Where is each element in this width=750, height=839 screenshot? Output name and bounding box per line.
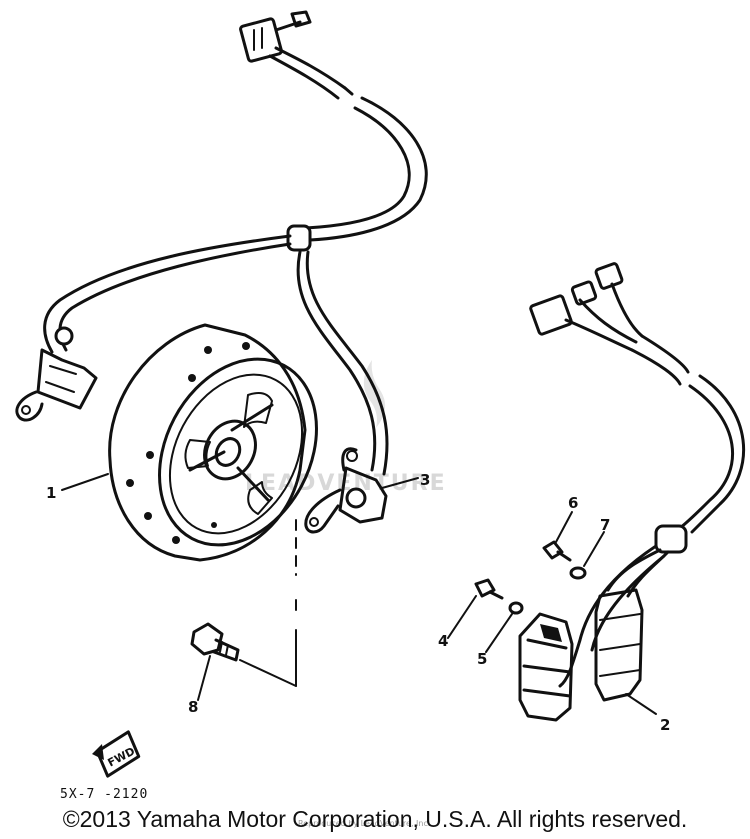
part-number-4: 4 [438,632,448,650]
washer-part-5 [508,601,524,615]
part-number-1: 1 [46,484,56,502]
stator-harness [43,10,428,476]
part-number-7: 7 [600,516,610,534]
assembly-guide-line [239,519,297,687]
watermark: LEADVENTURE Reproduced by LeadVenture, I… [245,360,445,828]
washer-part-7 [569,566,587,580]
leader-lines [61,473,657,715]
copyright-text: ©2013 Yamaha Motor Corporation, U.S.A. A… [62,806,688,832]
screw-part-6 [542,540,572,562]
drawing-code: 5X-7 -2120 [60,787,148,802]
screw-part-4 [474,578,504,600]
forward-arrow-icon: FWD [92,730,141,778]
part-number-8: 8 [188,698,198,716]
ignition-coil-assembly [518,262,746,722]
part-number-3: 3 [420,471,430,489]
pulser-coil [304,447,388,534]
part-number-2: 2 [660,716,670,734]
bolt-part-8 [190,622,240,662]
part-number-5: 5 [477,650,487,668]
part-number-6: 6 [568,494,578,512]
left-coil-bracket [15,326,98,422]
flywheel-rotor [108,323,318,562]
watermark-small-text: Reproduced by LeadVenture, Inc. [298,819,430,828]
